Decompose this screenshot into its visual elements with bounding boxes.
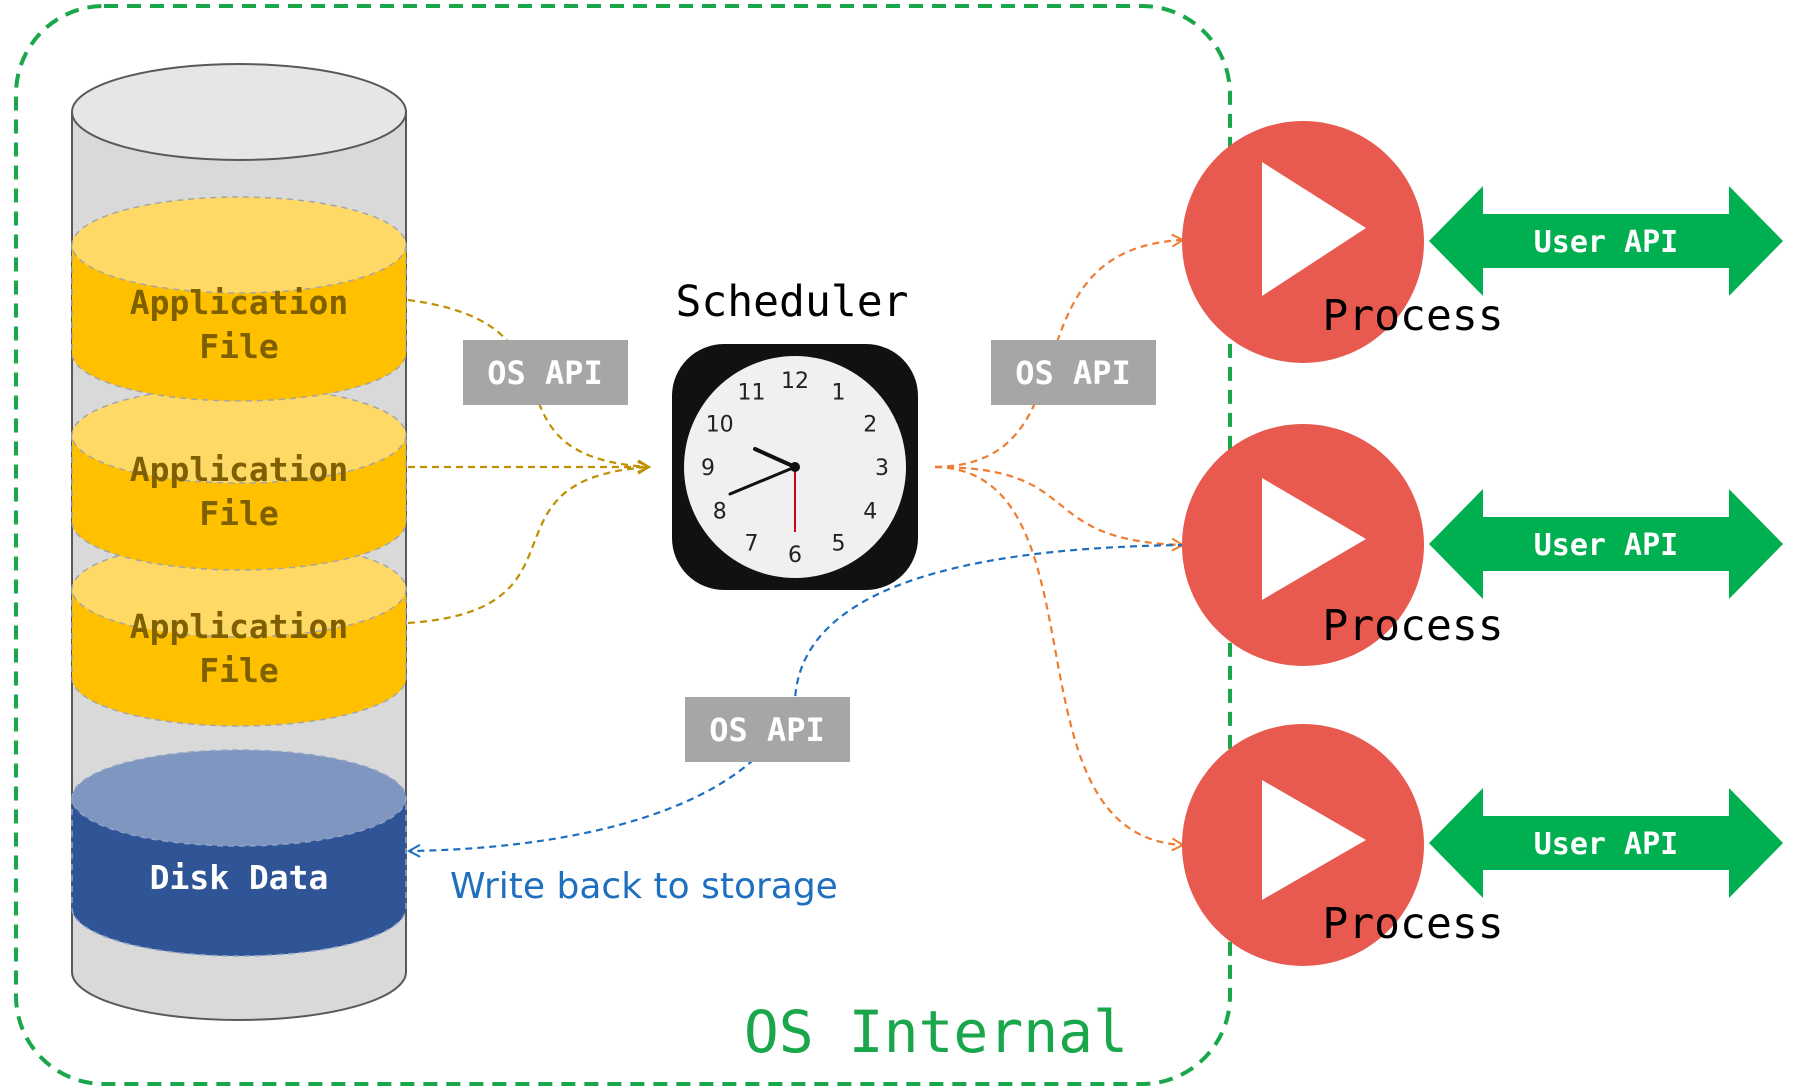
- user-api-label-2: User API: [1534, 528, 1679, 563]
- clock-number-12: 12: [781, 369, 809, 394]
- process-1: Process: [1182, 121, 1504, 363]
- clock-number-6: 6: [788, 543, 802, 568]
- application-file-1-line1: Application: [130, 283, 349, 322]
- write-back-label: Write back to storage: [450, 866, 838, 907]
- user-api-arrow-3: User API: [1429, 788, 1783, 898]
- arrow-app3-to-scheduler: [407, 467, 648, 625]
- os-internal-label: OS Internal: [744, 998, 1128, 1066]
- clock-hour-hand: [753, 447, 797, 469]
- process-1-label: Process: [1322, 291, 1503, 341]
- play-icon: [1262, 162, 1366, 296]
- arrow-scheduler-to-process-1: [934, 240, 1182, 469]
- disk-data: Disk Data: [71, 749, 407, 957]
- os-internal-boundary: [14, 4, 1232, 1086]
- arrow-scheduler-to-process-3: [934, 465, 1182, 845]
- application-file-3-line1: Application: [130, 607, 349, 646]
- app-to-scheduler-arrows: [407, 298, 648, 625]
- scheduler-to-process-arrows: [934, 240, 1182, 845]
- process-2: Process: [1182, 424, 1504, 666]
- clock-number-11: 11: [738, 381, 766, 406]
- clock-number-2: 2: [863, 413, 877, 438]
- user-api-label-1: User API: [1534, 225, 1679, 260]
- user-api-label-3: User API: [1534, 827, 1679, 862]
- application-file-2-line2: File: [199, 494, 278, 533]
- clock-number-7: 7: [745, 531, 759, 556]
- play-icon: [1262, 478, 1366, 600]
- os-api-box-left: OS API: [463, 340, 628, 405]
- user-api-arrow-1: User API: [1429, 186, 1783, 296]
- clock-number-3: 3: [875, 456, 889, 481]
- user-api-arrow-2: User API: [1429, 489, 1783, 599]
- arrow-scheduler-to-process-2: [934, 465, 1182, 545]
- application-file-2-line1: Application: [130, 450, 349, 489]
- clock-minute-hand: [728, 465, 797, 496]
- os-api-box-bottom: OS API: [685, 697, 850, 762]
- application-file-2: Application File: [71, 386, 407, 571]
- process-3: Process: [1182, 724, 1504, 966]
- disk-data-label: Disk Data: [150, 858, 329, 897]
- play-icon: [1262, 780, 1366, 900]
- scheduler-title: Scheduler: [676, 277, 909, 327]
- clock-number-4: 4: [863, 500, 877, 525]
- arrow-app1-to-scheduler: [407, 298, 648, 467]
- application-file-1: Application File: [71, 196, 407, 402]
- clock-number-1: 1: [832, 381, 846, 406]
- application-file-1-line2: File: [199, 327, 278, 366]
- os-api-label-right: OS API: [1015, 354, 1131, 392]
- application-file-3-line2: File: [199, 651, 278, 690]
- os-api-box-right: OS API: [991, 340, 1156, 405]
- process-2-label: Process: [1322, 601, 1503, 651]
- clock-number-9: 9: [701, 456, 715, 481]
- os-api-label-left: OS API: [487, 354, 603, 392]
- clock-number-5: 5: [832, 531, 846, 556]
- process-3-label: Process: [1322, 899, 1503, 949]
- application-file-3: Application File: [71, 540, 407, 727]
- clock-center-dot: [790, 462, 800, 472]
- os-api-label-bottom: OS API: [709, 711, 825, 749]
- clock-number-8: 8: [713, 500, 727, 525]
- clock-number-10: 10: [706, 413, 734, 438]
